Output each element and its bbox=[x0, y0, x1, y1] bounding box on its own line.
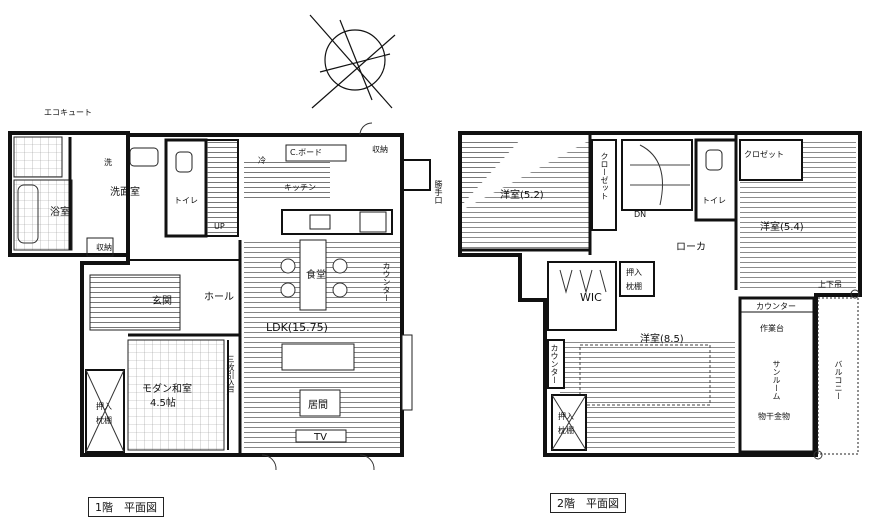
living-label: 居間 bbox=[308, 400, 328, 411]
up-label: UP bbox=[214, 222, 225, 231]
modern-japanese-label: モダン和室 bbox=[142, 384, 192, 395]
counter-label-2f: カウンター bbox=[550, 344, 559, 384]
floor2-plan bbox=[458, 131, 862, 460]
kitchen-label: キッチン bbox=[284, 183, 316, 192]
bath-label: 浴室 bbox=[50, 207, 70, 218]
floor1-caption: 1階 平面図 bbox=[88, 497, 164, 517]
push-closet-2-label: 押入 bbox=[558, 412, 574, 421]
wic-label: WIC bbox=[580, 291, 602, 304]
service-door-label: 勝手口 bbox=[434, 180, 443, 204]
ceiling-hatch-label: 上下吊 bbox=[818, 280, 842, 289]
shelf-1-label: 枕棚 bbox=[626, 282, 642, 291]
tv-label: TV bbox=[314, 432, 327, 443]
ldk-label: LDK(15.75) bbox=[266, 321, 328, 334]
corridor-label: ローカ bbox=[676, 242, 706, 253]
dn-label: DN bbox=[634, 210, 647, 219]
washroom-label: 洗面室 bbox=[110, 187, 140, 198]
workbench-label: 作業台 bbox=[760, 324, 784, 333]
compass-rose-icon bbox=[309, 14, 396, 109]
shelf-label-1f: 枕棚 bbox=[96, 416, 112, 425]
toilet-label-2f: トイレ bbox=[702, 196, 726, 205]
drying-label: 物干金物 bbox=[758, 412, 790, 421]
toilet-label-1f: トイレ bbox=[174, 196, 198, 205]
tatami-size-label: 4.5帖 bbox=[150, 398, 176, 409]
push-closet-1-label: 押入 bbox=[626, 268, 642, 277]
western-room-3-label: 洋室(8.5) bbox=[640, 334, 684, 345]
pantry-label: 収納 bbox=[372, 145, 388, 154]
closet-label-2f: クロゼット bbox=[744, 150, 784, 159]
eco-cute-label: エコキュート bbox=[44, 108, 92, 117]
sliding-door-label: 三枚引込戸 bbox=[226, 355, 235, 395]
floor1-plan bbox=[8, 122, 431, 471]
floor2-caption: 2階 平面図 bbox=[550, 493, 626, 513]
hall-label: ホール bbox=[204, 292, 234, 303]
shelf-2-label: 枕棚 bbox=[558, 426, 574, 435]
sunroom-label: サンルーム bbox=[772, 360, 781, 400]
closet-label-1f: 押入 bbox=[96, 402, 112, 411]
entrance-label: 玄関 bbox=[152, 296, 172, 307]
storage-label-1f: 収納 bbox=[96, 243, 112, 252]
balcony-label: バルコニー bbox=[834, 360, 843, 400]
dining-label: 食堂 bbox=[306, 270, 326, 281]
wash-label: 洗 bbox=[104, 158, 112, 167]
cupboard-label: C.ボード bbox=[290, 148, 323, 157]
western-room-2-label: 洋室(5.4) bbox=[760, 222, 804, 233]
western-room-1-label: 洋室(5.2) bbox=[500, 190, 544, 201]
counter-top-label: カウンター bbox=[756, 302, 796, 311]
closet-vertical-label: クローゼット bbox=[600, 152, 609, 200]
counter-label-1f: カウンター bbox=[382, 262, 391, 302]
fridge-label: 冷 bbox=[258, 156, 266, 165]
